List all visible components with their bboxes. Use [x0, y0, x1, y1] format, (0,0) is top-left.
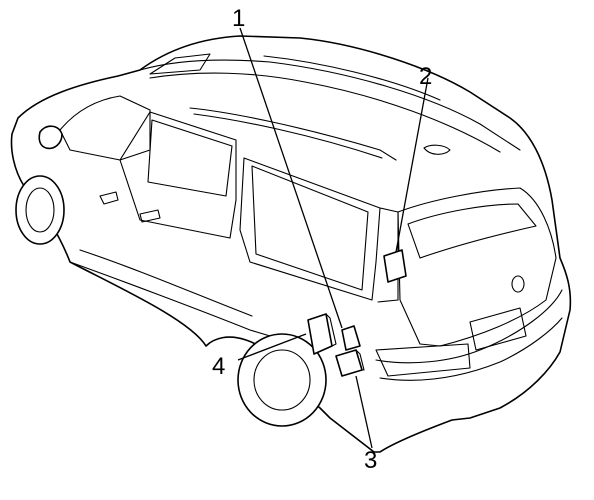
front-wheel	[15, 175, 65, 245]
rear-wheel	[237, 333, 327, 427]
leader-lines	[237, 27, 429, 449]
callout-2: 2	[419, 63, 432, 90]
fuse-box-4	[307, 313, 337, 355]
fuse-box-2	[383, 249, 407, 283]
fuse-box-3	[335, 349, 365, 377]
callout-4: 4	[212, 353, 225, 380]
callout-3: 3	[364, 447, 377, 474]
fuse-box-1	[341, 325, 361, 351]
van-body	[10, 35, 572, 453]
callout-1: 1	[232, 5, 245, 32]
